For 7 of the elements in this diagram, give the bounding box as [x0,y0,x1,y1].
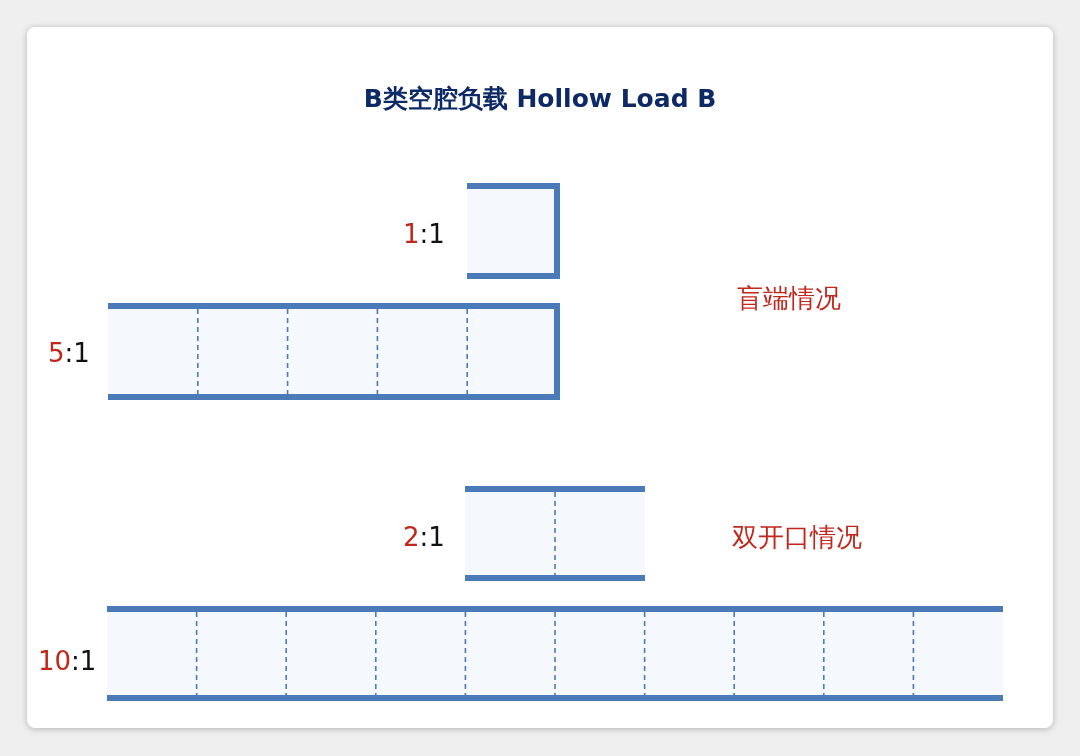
ratio-label: 2:1 [403,522,445,552]
ratio-label: 10:1 [38,646,97,676]
ratio-label: 5:1 [48,338,90,368]
ratio-label: 1:1 [403,219,445,249]
diagram-title: B类空腔负载 Hollow Load B [362,84,718,114]
case-label: 盲端情况 [737,283,841,313]
case-label: 双开口情况 [732,522,862,552]
